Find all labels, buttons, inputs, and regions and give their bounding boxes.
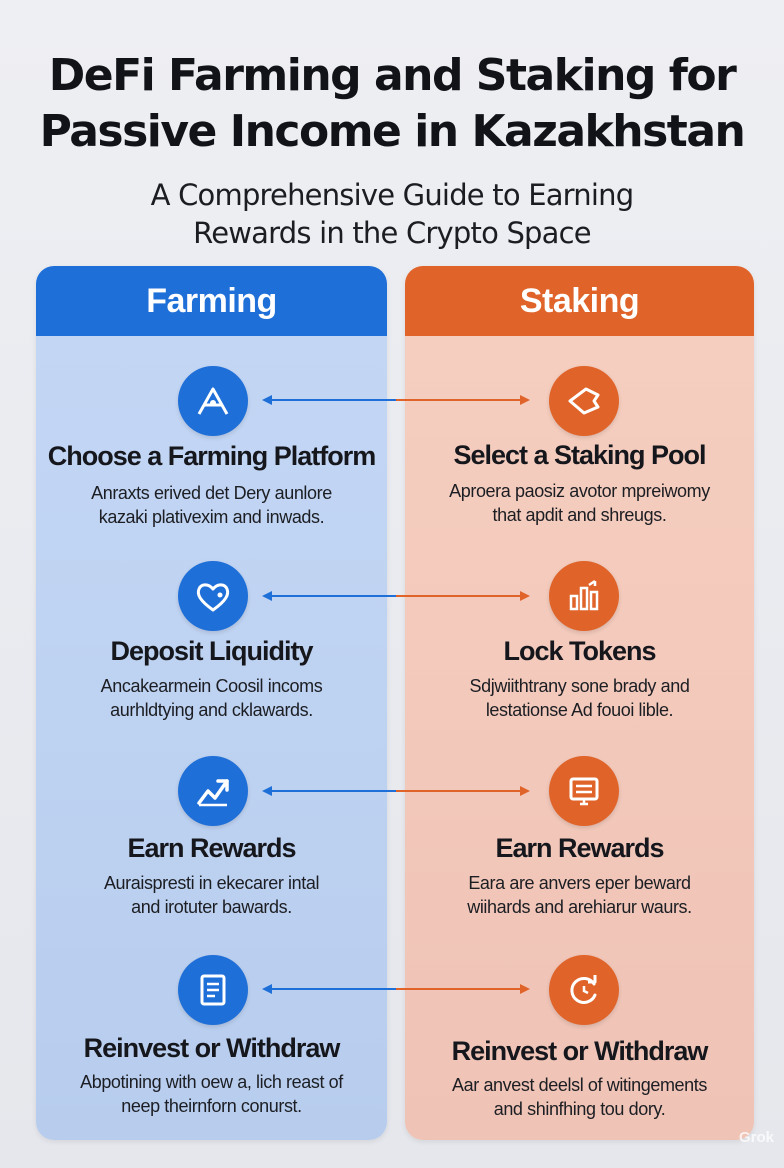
staking-step-3-desc: Eara are anvers eper beward wiihards and… (405, 871, 754, 919)
connector-arrow-2 (262, 591, 530, 601)
subtitle-line-2: Rewards in the Crypto Space (193, 216, 591, 250)
farming-step-4-desc-line-1: Abpotining with oew a, lich reast of (80, 1072, 343, 1092)
connector-arrow-3 (262, 786, 530, 796)
watermark: Grok (738, 1129, 774, 1146)
farming-step-4-heading: Reinvest or Withdraw (83, 1033, 341, 1063)
farming-step-3-desc-line-1: Auraispresti in ekecarer intal (103, 873, 320, 893)
title-line-2: Passive Income in Kazakhstan (39, 106, 746, 157)
farming-step-4-desc-line-2: neep theirnforn conurst. (121, 1096, 302, 1116)
staking-step-4-desc: Aar anvest deelsl of witingements and sh… (405, 1073, 754, 1121)
staking-step-1-desc-line-1: Aproera paosiz avotor mpreiwomy (449, 481, 710, 501)
farming-step-3-desc-line-2: and irotuter bawards. (131, 897, 292, 917)
farming-step-2-heading: Deposit Liquidity (110, 636, 314, 666)
staking-step-2-heading: Lock Tokens (503, 636, 656, 666)
page-subtitle: A Comprehensive Guide to Earning Rewards… (0, 176, 784, 252)
staking-step-2-desc-line-2: lestationse Ad fouoi lible. (485, 700, 674, 720)
monitor-icon (549, 756, 619, 826)
connector-arrow-1 (262, 395, 530, 405)
staking-step-1-desc-line-2: that apdit and shreugs. (492, 505, 667, 525)
staking-step-4-desc-line-2: and shinfhing tou dory. (493, 1099, 666, 1119)
staking-step-3-desc-line-2: wiihards and arehiarur waurs. (467, 897, 692, 917)
farming-step-3-heading: Earn Rewards (127, 833, 296, 863)
farming-step-2-desc-line-1: Ancakearmein Coosil incoms (100, 676, 323, 696)
farming-step-1-desc: Anraxts erived det Dery aunlore kazaki p… (36, 481, 387, 529)
trend-up-icon (178, 756, 248, 826)
farming-step-1-desc-line-2: kazaki plativexim and inwads. (98, 507, 325, 527)
heart-icon (178, 561, 248, 631)
bar-chart-icon (549, 561, 619, 631)
title-line-1: DeFi Farming and Staking for (48, 50, 737, 101)
ticket-icon (549, 366, 619, 436)
staking-header: Staking (405, 266, 754, 336)
staking-step-1-desc: Aproera paosiz avotor mpreiwomy that apd… (405, 479, 754, 527)
staking-step-1-heading: Select a Staking Pool (453, 440, 706, 470)
farming-step-3-desc: Auraispresti in ekecarer intal and irotu… (36, 871, 387, 919)
staking-step-4-heading: Reinvest or Withdraw (451, 1036, 709, 1066)
farming-header: Farming (36, 266, 387, 336)
staking-step-2-desc-line-1: Sdjwiithtrany sone brady and (469, 676, 690, 696)
page-title: DeFi Farming and Staking for Passive Inc… (0, 48, 784, 160)
farming-step-2-desc-line-2: aurhldtying and cklawards. (110, 700, 313, 720)
staking-step-3-heading: Earn Rewards (495, 833, 664, 863)
farming-step-1-desc-line-1: Anraxts erived det Dery aunlore (91, 483, 332, 503)
farming-step-4-desc: Abpotining with oew a, lich reast of nee… (36, 1070, 387, 1118)
document-icon (178, 955, 248, 1025)
refresh-icon (549, 955, 619, 1025)
farming-step-1-heading: Choose a Farming Platform (47, 441, 377, 471)
staking-step-4-desc-line-1: Aar anvest deelsl of witingements (452, 1075, 707, 1095)
connector-arrow-4 (262, 984, 530, 994)
mountain-pin-icon (178, 366, 248, 436)
farming-step-2-desc: Ancakearmein Coosil incoms aurhldtying a… (36, 674, 387, 722)
staking-step-2-desc: Sdjwiithtrany sone brady and lestationse… (405, 674, 754, 722)
staking-step-3-desc-line-1: Eara are anvers eper beward (468, 873, 691, 893)
subtitle-line-1: A Comprehensive Guide to Earning (150, 178, 634, 212)
